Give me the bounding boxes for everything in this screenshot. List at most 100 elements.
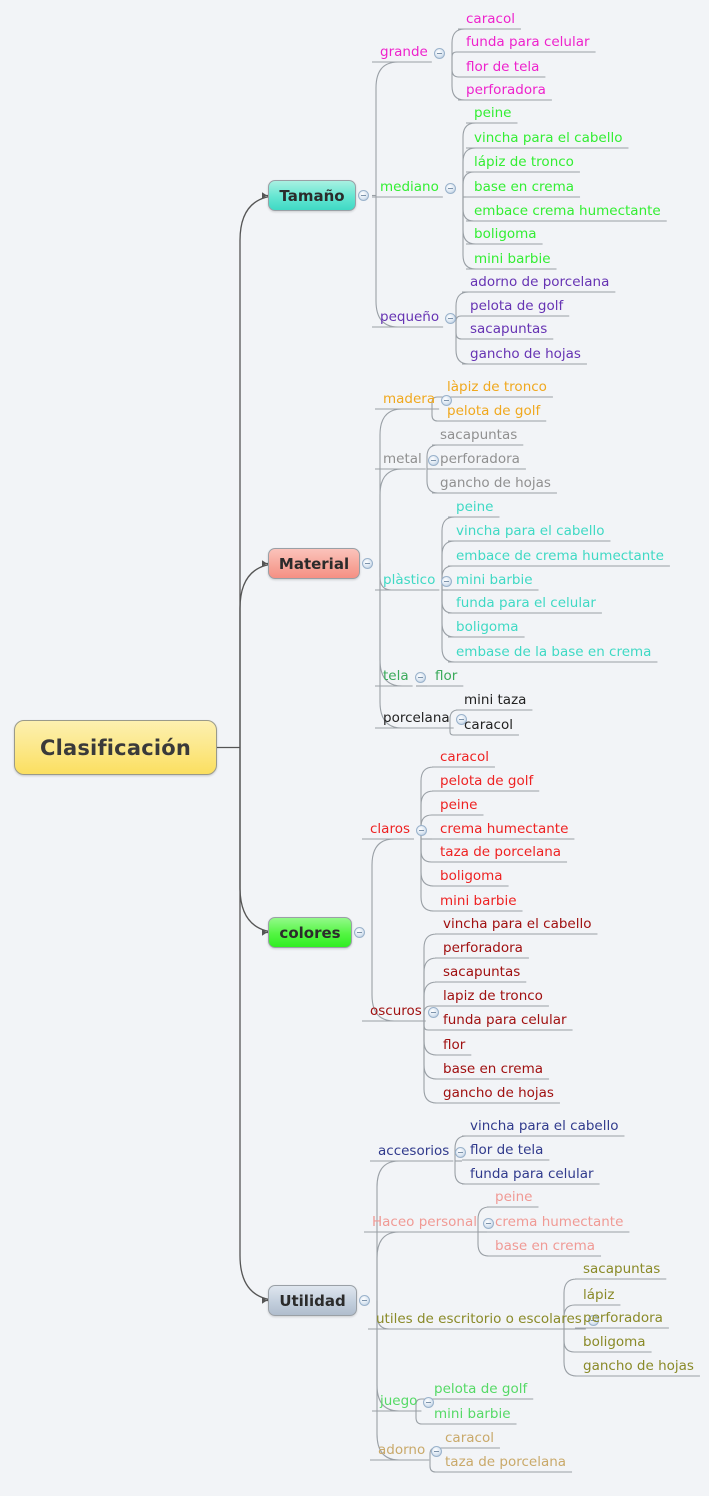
leaf-label-material-4-1[interactable]: caracol — [464, 717, 513, 733]
leaf-label-tamano-1-1[interactable]: vincha para el cabello — [474, 130, 623, 146]
group-label-utilidad-2[interactable]: utiles de escritorio o escolares — [376, 1311, 582, 1327]
leaf-label-material-3-0[interactable]: flor — [435, 668, 458, 684]
leaf-label-material-2-3[interactable]: mini barbie — [456, 572, 533, 588]
leaf-label-colores-0-0[interactable]: caracol — [440, 749, 489, 765]
leaf-label-tamano-2-3[interactable]: gancho de hojas — [470, 346, 581, 362]
leaf-label-colores-1-0[interactable]: vincha para el cabello — [443, 916, 592, 932]
leaf-label-material-2-1[interactable]: vincha para el cabello — [456, 523, 605, 539]
leaf-label-tamano-0-3[interactable]: perforadora — [466, 82, 546, 98]
collapse-toggle-colores-1[interactable] — [427, 1006, 439, 1018]
collapse-toggle-utilidad-4[interactable] — [431, 1445, 443, 1457]
leaf-label-tamano-1-0[interactable]: peine — [474, 105, 512, 121]
leaf-label-material-1-1[interactable]: perforadora — [440, 451, 520, 467]
leaf-label-utilidad-0-1[interactable]: flor de tela — [470, 1142, 544, 1158]
group-label-material-1[interactable]: metal — [383, 451, 422, 467]
collapse-toggle-colores[interactable] — [354, 926, 365, 938]
collapse-toggle-material[interactable] — [362, 557, 373, 569]
leaf-label-colores-0-4[interactable]: taza de porcelana — [440, 844, 562, 860]
collapse-toggle-colores-0[interactable] — [416, 824, 427, 836]
branch-node-material[interactable]: Material — [268, 548, 360, 579]
leaf-label-tamano-0-2[interactable]: flor de tela — [466, 59, 540, 75]
collapse-toggle-utilidad-3[interactable] — [423, 1396, 435, 1408]
branch-node-colores[interactable]: colores — [268, 917, 352, 948]
leaf-label-utilidad-2-0[interactable]: sacapuntas — [583, 1261, 661, 1277]
group-label-utilidad-4[interactable]: adorno — [378, 1442, 426, 1458]
group-label-material-4[interactable]: porcelana — [383, 710, 450, 726]
collapse-toggle-utilidad-2[interactable] — [587, 1314, 599, 1326]
leaf-label-tamano-1-4[interactable]: embace crema humectante — [474, 203, 661, 219]
leaf-label-material-2-5[interactable]: boligoma — [456, 619, 519, 635]
leaf-label-utilidad-4-1[interactable]: taza de porcelana — [445, 1454, 567, 1470]
leaf-label-material-2-6[interactable]: embase de la base en crema — [456, 644, 652, 660]
group-label-utilidad-3[interactable]: juego — [380, 1393, 418, 1409]
leaf-label-material-4-0[interactable]: mini taza — [464, 692, 527, 708]
leaf-label-colores-1-3[interactable]: lapiz de tronco — [443, 988, 543, 1004]
leaf-label-colores-1-5[interactable]: flor — [443, 1037, 466, 1053]
leaf-label-material-1-0[interactable]: sacapuntas — [440, 427, 518, 443]
root-node[interactable]: Clasificación — [14, 720, 217, 775]
leaf-label-tamano-2-1[interactable]: pelota de golf — [470, 298, 564, 314]
leaf-label-colores-1-2[interactable]: sacapuntas — [443, 964, 521, 980]
leaf-label-tamano-1-3[interactable]: base en crema — [474, 179, 575, 195]
collapse-toggle-utilidad-0[interactable] — [455, 1146, 467, 1158]
group-label-tamano-1[interactable]: mediano — [380, 179, 439, 195]
root-label: Clasificación — [39, 735, 192, 760]
group-label-colores-1[interactable]: oscuros — [370, 1003, 422, 1019]
leaf-label-utilidad-1-1[interactable]: crema humectante — [495, 1214, 624, 1230]
group-label-colores-0[interactable]: claros — [370, 821, 410, 837]
leaf-label-utilidad-3-0[interactable]: pelota de golf — [434, 1381, 528, 1397]
leaf-label-material-2-4[interactable]: funda para el celular — [456, 595, 596, 611]
leaf-label-tamano-1-6[interactable]: mini barbie — [474, 251, 551, 267]
leaf-label-colores-1-6[interactable]: base en crema — [443, 1061, 544, 1077]
collapse-toggle-material-3[interactable] — [414, 671, 426, 683]
collapse-toggle-material-4[interactable] — [455, 713, 467, 725]
collapse-toggle-tamano-0[interactable] — [433, 47, 445, 59]
group-label-material-0[interactable]: madera — [383, 391, 436, 407]
leaf-label-tamano-1-5[interactable]: boligoma — [474, 226, 537, 242]
leaf-label-utilidad-0-2[interactable]: funda para celular — [470, 1166, 594, 1182]
leaf-label-utilidad-4-0[interactable]: caracol — [445, 1430, 494, 1446]
group-label-tamano-2[interactable]: pequeño — [380, 309, 440, 325]
leaf-label-tamano-0-1[interactable]: funda para celular — [466, 34, 590, 50]
leaf-label-utilidad-3-1[interactable]: mini barbie — [434, 1406, 511, 1422]
leaf-label-colores-0-6[interactable]: mini barbie — [440, 893, 517, 909]
leaf-label-colores-1-1[interactable]: perforadora — [443, 940, 523, 956]
leaf-label-tamano-2-0[interactable]: adorno de porcelana — [470, 274, 610, 290]
leaf-label-colores-0-1[interactable]: pelota de golf — [440, 773, 534, 789]
leaf-label-material-1-2[interactable]: gancho de hojas — [440, 475, 551, 491]
collapse-toggle-utilidad-1[interactable] — [483, 1217, 495, 1229]
leaf-label-utilidad-1-2[interactable]: base en crema — [495, 1238, 596, 1254]
collapse-toggle-tamano-2[interactable] — [445, 312, 457, 324]
leaf-label-material-2-2[interactable]: embace de crema humectante — [456, 548, 664, 564]
branch-node-utilidad[interactable]: Utilidad — [268, 1285, 357, 1316]
collapse-toggle-material-1[interactable] — [427, 454, 439, 466]
leaf-label-material-0-0[interactable]: làpiz de tronco — [447, 379, 547, 395]
collapse-toggle-tamano-1[interactable] — [444, 182, 456, 194]
branch-node-tamano[interactable]: Tamaño — [268, 180, 356, 211]
leaf-label-colores-0-5[interactable]: boligoma — [440, 868, 503, 884]
group-label-tamano-0[interactable]: grande — [380, 44, 428, 60]
leaf-label-tamano-1-2[interactable]: lápiz de tronco — [474, 154, 574, 170]
collapse-toggle-material-0[interactable] — [441, 394, 453, 406]
leaf-label-colores-1-4[interactable]: funda para celular — [443, 1012, 567, 1028]
group-label-utilidad-1[interactable]: Haceo personal — [372, 1214, 478, 1230]
collapse-toggle-tamano[interactable] — [358, 189, 369, 201]
leaf-label-tamano-2-2[interactable]: sacapuntas — [470, 321, 548, 337]
leaf-label-utilidad-0-0[interactable]: vincha para el cabello — [470, 1118, 619, 1134]
collapse-toggle-utilidad[interactable] — [359, 1294, 370, 1306]
leaf-label-utilidad-2-1[interactable]: lápiz — [583, 1287, 615, 1303]
leaf-label-material-2-0[interactable]: peine — [456, 499, 494, 515]
collapse-toggle-material-2[interactable] — [441, 575, 453, 587]
leaf-label-tamano-0-0[interactable]: caracol — [466, 11, 515, 27]
group-label-material-2[interactable]: plàstico — [383, 572, 436, 588]
leaf-label-utilidad-2-2[interactable]: perforadora — [583, 1310, 663, 1326]
leaf-label-colores-0-3[interactable]: crema humectante — [440, 821, 569, 837]
leaf-label-colores-0-2[interactable]: peine — [440, 797, 478, 813]
group-label-material-3[interactable]: tela — [383, 668, 409, 684]
leaf-label-colores-1-7[interactable]: gancho de hojas — [443, 1085, 554, 1101]
leaf-label-material-0-1[interactable]: pelota de golf — [447, 403, 541, 419]
leaf-label-utilidad-1-0[interactable]: peine — [495, 1189, 533, 1205]
group-label-utilidad-0[interactable]: accesorios — [378, 1143, 450, 1159]
leaf-label-utilidad-2-3[interactable]: boligoma — [583, 1334, 646, 1350]
leaf-label-utilidad-2-4[interactable]: gancho de hojas — [583, 1358, 694, 1374]
